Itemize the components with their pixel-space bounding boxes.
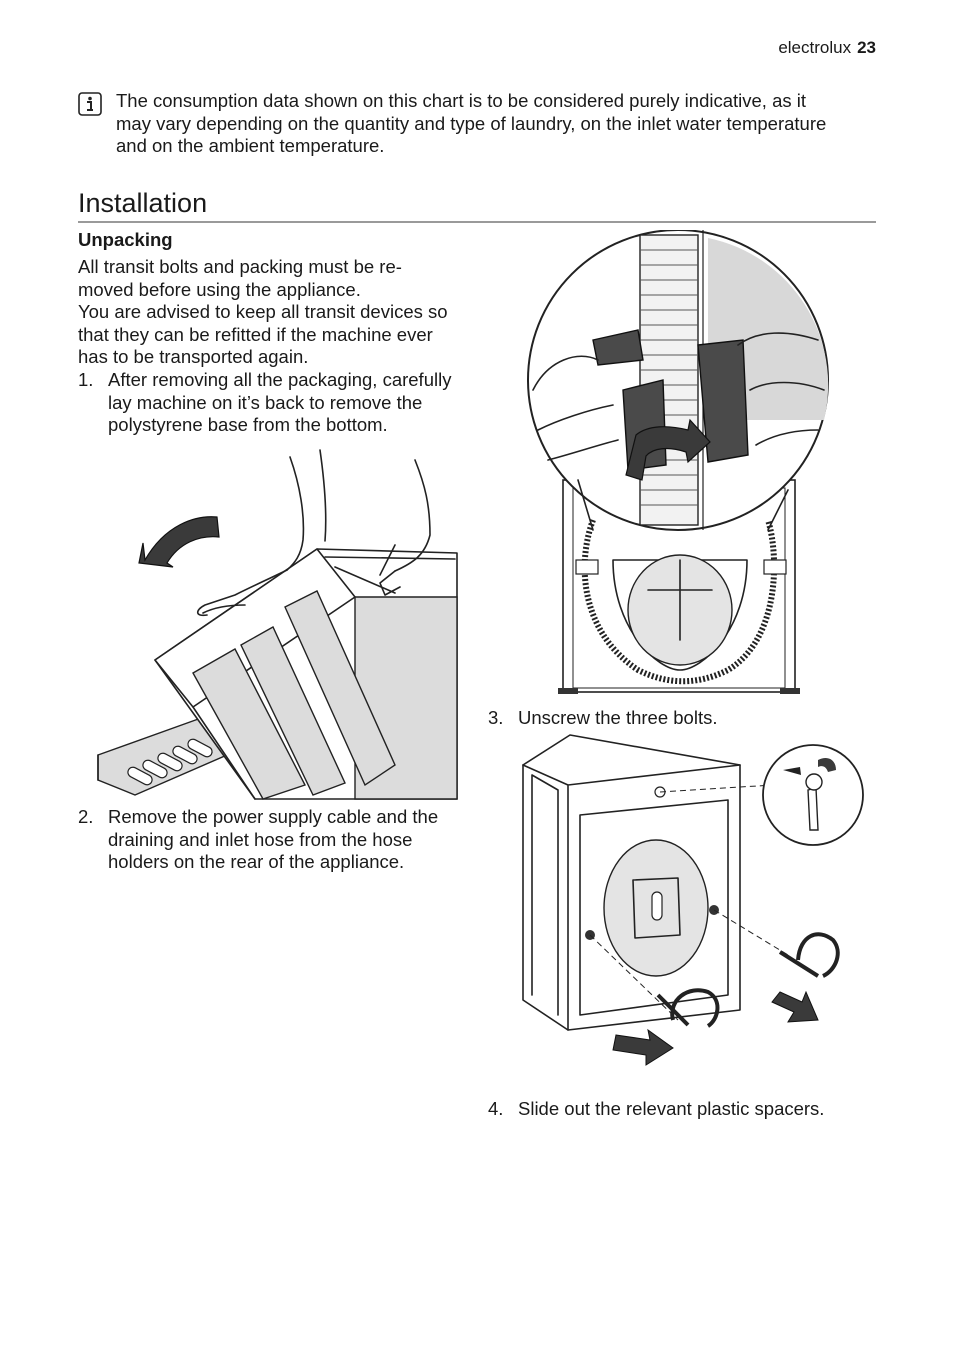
note-line: The consumption data shown on this chart…	[116, 90, 807, 111]
step-line: lay machine on it’s back to remove the	[108, 391, 423, 413]
tilt-machine-illustration	[97, 449, 458, 800]
section-title: Installation	[78, 188, 208, 218]
subsection-title: Unpacking	[78, 229, 173, 250]
intro-line: All transit bolts and packing must be re…	[78, 256, 402, 277]
consumption-note: The consumption data shown on this chart…	[116, 90, 886, 158]
step-number: 1.	[78, 369, 94, 390]
step-2: 2. Remove the power supply cable and the…	[78, 806, 478, 876]
step-1: 1. After removing all the packaging, car…	[78, 369, 478, 439]
step-number: 4.	[488, 1098, 504, 1119]
step-line: Slide out the relevant plastic spacers.	[518, 1098, 825, 1119]
info-icon	[78, 92, 102, 116]
step-number: 2.	[78, 806, 94, 827]
step-3: 3. Unscrew the three bolts.	[488, 707, 888, 732]
intro-line: that they can be refitted if the machine…	[78, 323, 433, 345]
section-divider	[78, 221, 876, 223]
step-number: 3.	[488, 707, 504, 728]
transit-bolts-illustration	[522, 734, 864, 1066]
note-line: may vary depending on the quantity and t…	[116, 112, 827, 134]
intro-line: You are advised to keep all transit devi…	[78, 301, 448, 323]
step-line: Remove the power supply cable and the	[108, 806, 439, 827]
note-line: and on the ambient temperature.	[116, 135, 385, 157]
page-header: electrolux 23	[778, 38, 876, 58]
step-line: After removing all the packaging, carefu…	[108, 369, 452, 390]
step-4: 4. Slide out the relevant plastic spacer…	[488, 1098, 888, 1123]
intro-line: moved before using the appliance.	[78, 278, 361, 300]
page-number: 23	[857, 38, 876, 57]
intro-line: has to be transported again.	[78, 346, 309, 368]
step-line: holders on the rear of the appliance.	[108, 851, 405, 873]
step-line: polystyrene base from the bottom.	[108, 414, 388, 436]
unpacking-intro: All transit bolts and packing must be re…	[78, 256, 473, 369]
step-line: Unscrew the three bolts.	[518, 707, 718, 728]
step-line: draining and inlet hose from the hose	[108, 828, 413, 850]
brand-name: electrolux	[778, 38, 852, 57]
hose-holder-illustration	[527, 230, 829, 694]
